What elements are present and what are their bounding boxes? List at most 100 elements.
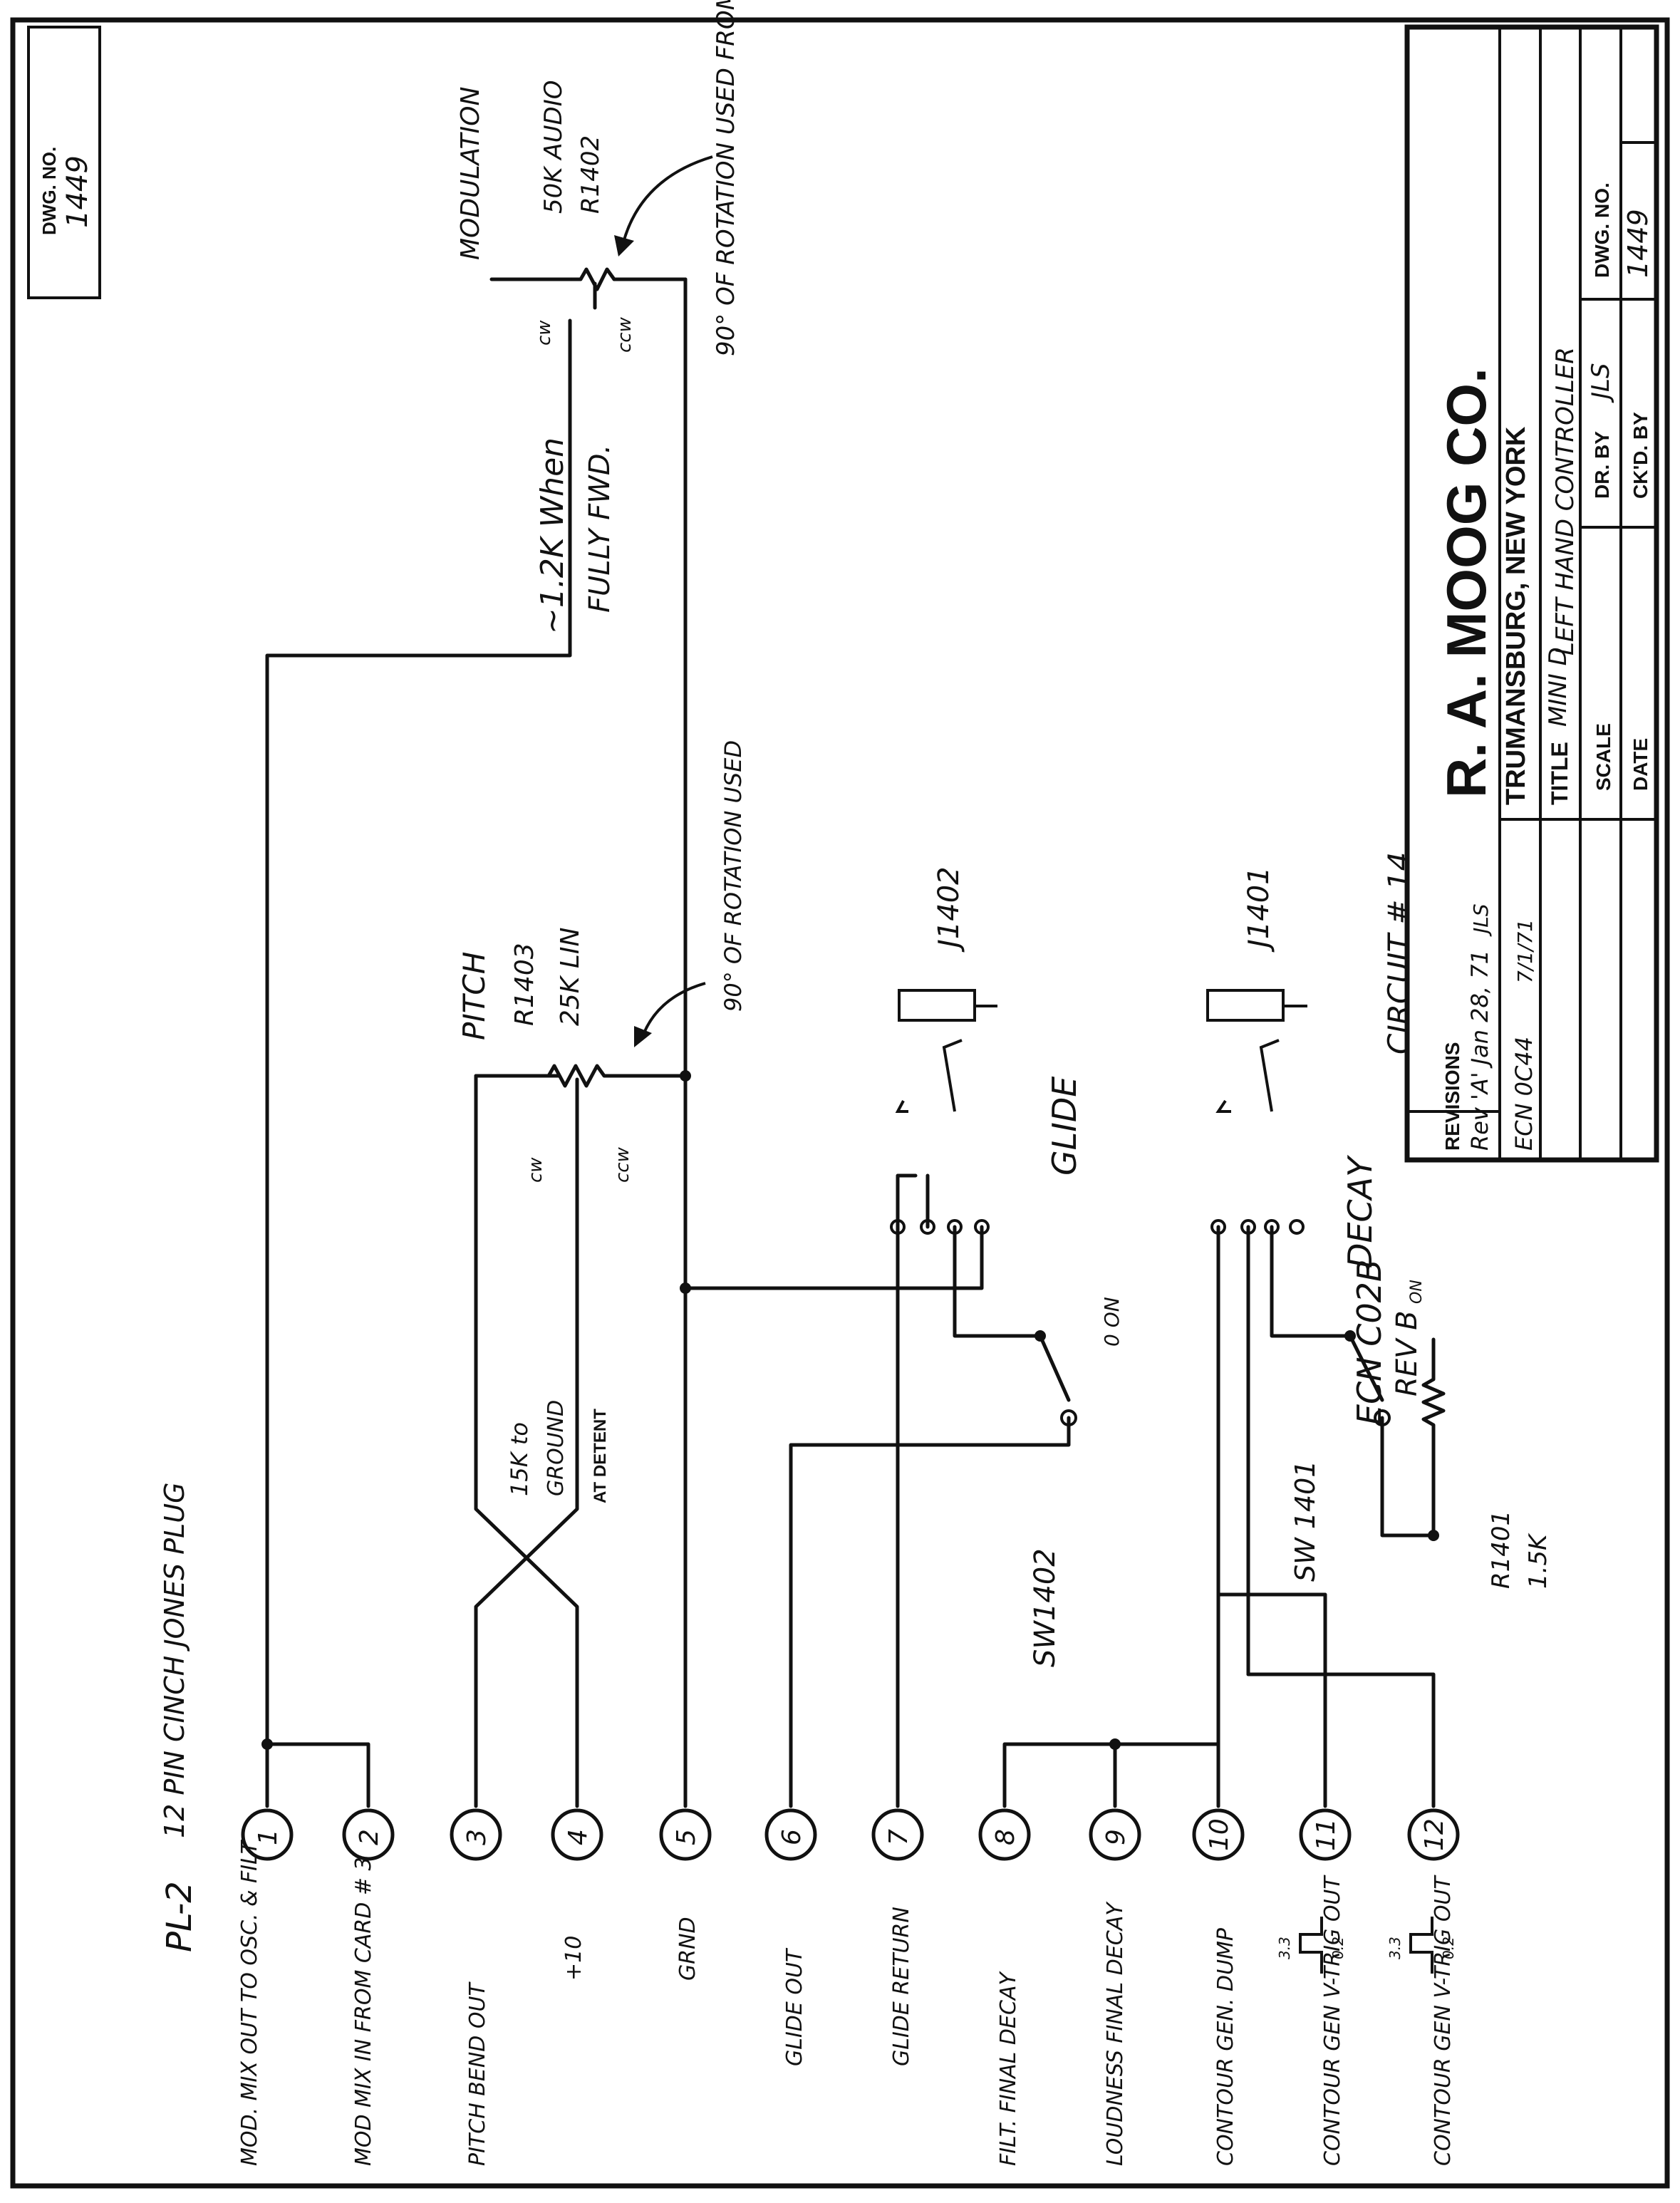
pin-number-3: 3 <box>462 1829 492 1845</box>
pitch-pot-value: 25K LIN <box>556 928 585 1026</box>
pin-numbers: 1 2 3 4 5 6 7 8 9 10 11 12 <box>254 1818 1449 1851</box>
scale-label: SCALE <box>1592 723 1614 791</box>
pin-number-4: 4 <box>564 1829 593 1845</box>
pin-5-circle <box>659 1808 712 1861</box>
pin-4-circle <box>551 1808 603 1861</box>
date-label: DATE <box>1629 738 1652 791</box>
wire-glide-return <box>896 1173 918 1808</box>
revision-ecn: ECN 0C44 <box>1510 1037 1538 1151</box>
pin-number-1: 1 <box>254 1829 283 1845</box>
decay-jack-label: DECAY <box>1341 1154 1379 1268</box>
glide-jack-terminal-1 <box>890 1219 906 1235</box>
pitch-pot-arrow-head <box>634 1026 652 1047</box>
pin-10-circle <box>1192 1808 1245 1861</box>
pin-label-11: CONTOUR GEN V-TRIG OUT <box>1320 1875 1345 2166</box>
trig-level-high-pin11: 3.3 <box>1276 1937 1293 1959</box>
pin-1-circle <box>241 1808 294 1861</box>
wire-decay-switch-blade <box>1270 1225 1384 1402</box>
pitch-pot-note: 90° OF ROTATION USED <box>720 740 747 1012</box>
decay-switch-contact <box>1374 1409 1391 1426</box>
pin-label-12: CONTOUR GEN V-TRIG OUT <box>1431 1875 1456 2166</box>
pin-number-11: 11 <box>1312 1818 1341 1851</box>
pin-7-circle <box>871 1808 924 1861</box>
pin-labels: MOD. MIX OUT TO OSC. & FILT MOD MIX IN F… <box>237 1839 1456 2166</box>
decay-switch-positions: ON <box>1408 1280 1426 1304</box>
pin-number-8: 8 <box>991 1829 1020 1845</box>
wire-decay-switch-common <box>1380 1416 1436 1538</box>
decay-resistor-ref: R1401 <box>1487 1510 1515 1589</box>
glide-jack-ref: J1402 <box>933 866 965 953</box>
pin-number-5: 5 <box>672 1829 701 1845</box>
pin-label-6: GLIDE OUT <box>782 1947 807 2066</box>
trig-level-low-pin12: 0.2 <box>1440 1937 1457 1959</box>
revisions-label: REVISIONS <box>1441 1042 1463 1151</box>
pitch-pot-title: PITCH <box>457 952 492 1040</box>
pin-9-circle <box>1089 1808 1141 1861</box>
mod-pot-resistance-1: ~1.2K When <box>534 437 571 634</box>
mod-pot-resistance-2: FULLY FWD. <box>584 445 616 613</box>
dwg-number-box <box>27 26 101 299</box>
revision-ecn-date: 7/1/71 <box>1513 919 1537 983</box>
pin-label-5: GRND <box>675 1917 700 1981</box>
plug-id: PL-2 <box>160 1881 199 1952</box>
title-label: TITLE <box>1547 742 1572 805</box>
pin-number-7: 7 <box>884 1829 913 1845</box>
wire-pin1-to-mod-pot <box>265 318 572 1808</box>
circuit-note: CIRCUIT # 14 <box>1381 852 1416 1054</box>
glide-jack-terminal-4 <box>974 1219 990 1235</box>
title-block: R. A. MOOG CO. TRUMANSBURG, NEW YORK TIT… <box>1404 24 1659 1163</box>
pin-label-9: LOUDNESS FINAL DECAY <box>1103 1901 1128 2166</box>
title-dwg-number-label: DWG. NO. <box>1591 182 1613 278</box>
mod-pot-note: 90° OF ROTATION USED FROM CCW STOP TOWAR… <box>712 0 740 356</box>
junction-ground-glide <box>680 1282 691 1294</box>
junction-pin9-bus <box>1109 1738 1121 1750</box>
dwg-number-label: DWG. NO. <box>38 147 60 235</box>
pin-label-1: MOD. MIX OUT TO OSC. & FILT <box>237 1839 262 2166</box>
glide-switch-blade <box>1038 1334 1071 1402</box>
drawn-by-value: JLS <box>1587 363 1615 403</box>
mod-pot-value: 50K AUDIO <box>539 81 568 214</box>
glide-jack-terminal-3 <box>947 1219 963 1235</box>
trig-pulse-pin11 <box>1299 1917 1323 1974</box>
dwg-number-value: 1449 <box>61 155 94 228</box>
wire-glide-out <box>789 1416 1071 1808</box>
pin-label-4: +10 <box>561 1936 586 1981</box>
pin-12-circle <box>1407 1808 1460 1861</box>
decay-switch-ref: SW 1401 <box>1290 1461 1321 1582</box>
title-line-1: MINI D <box>1544 647 1572 727</box>
mod-pot-ccw: ccw <box>614 316 636 353</box>
decay-jack-ref: J1401 <box>1243 866 1275 953</box>
decay-jack-tip-2 <box>1259 1039 1280 1112</box>
pitch-detent-1: 15K to <box>506 1422 533 1496</box>
trig-level-high-pin12: 3.3 <box>1386 1937 1404 1959</box>
pin-11-circle <box>1299 1808 1352 1861</box>
decay-switch-pivot <box>1344 1330 1356 1342</box>
pin-label-10: CONTOUR GEN. DUMP <box>1213 1927 1238 2166</box>
decay-jack-terminal-3 <box>1264 1219 1280 1235</box>
decay-jack-tip-1 <box>1215 1099 1231 1113</box>
revision-a-mark: JLS <box>1469 903 1493 937</box>
pin-6-circle <box>764 1808 817 1861</box>
mod-pot-ref: R1402 <box>576 135 605 214</box>
pin-number-12: 12 <box>1420 1818 1449 1851</box>
pin-number-10: 10 <box>1205 1818 1234 1851</box>
pitch-pot-ref: R1403 <box>510 943 539 1026</box>
mod-pot-title: MODULATION <box>456 87 485 260</box>
drawn-by-label: DR. BY <box>1591 431 1613 499</box>
decay-jack-terminal-1 <box>1210 1219 1226 1235</box>
title-line-2: LEFT HAND CONTROLLER <box>1551 347 1580 655</box>
pitch-detent-2: GROUND <box>544 1400 569 1496</box>
glide-switch-contact <box>1060 1409 1077 1426</box>
wire-pin11 <box>1216 1592 1327 1808</box>
mod-pot-arrow-head <box>614 235 634 256</box>
plug-title: 12 PIN CINCH JONES PLUG <box>159 1482 190 1838</box>
wire-glide-jack-t3 <box>953 1225 1042 1338</box>
pin-label-7: GLIDE RETURN <box>889 1907 914 2066</box>
trig-pulse-pin12 <box>1409 1917 1433 1974</box>
company-location: TRUMANSBURG, NEW YORK <box>1501 426 1531 805</box>
glide-switch-positions: 0 ON <box>1100 1297 1124 1347</box>
trig-level-low-pin11: 0.2 <box>1329 1937 1347 1959</box>
decay-resistor-value: 1.5K <box>1524 1533 1552 1589</box>
